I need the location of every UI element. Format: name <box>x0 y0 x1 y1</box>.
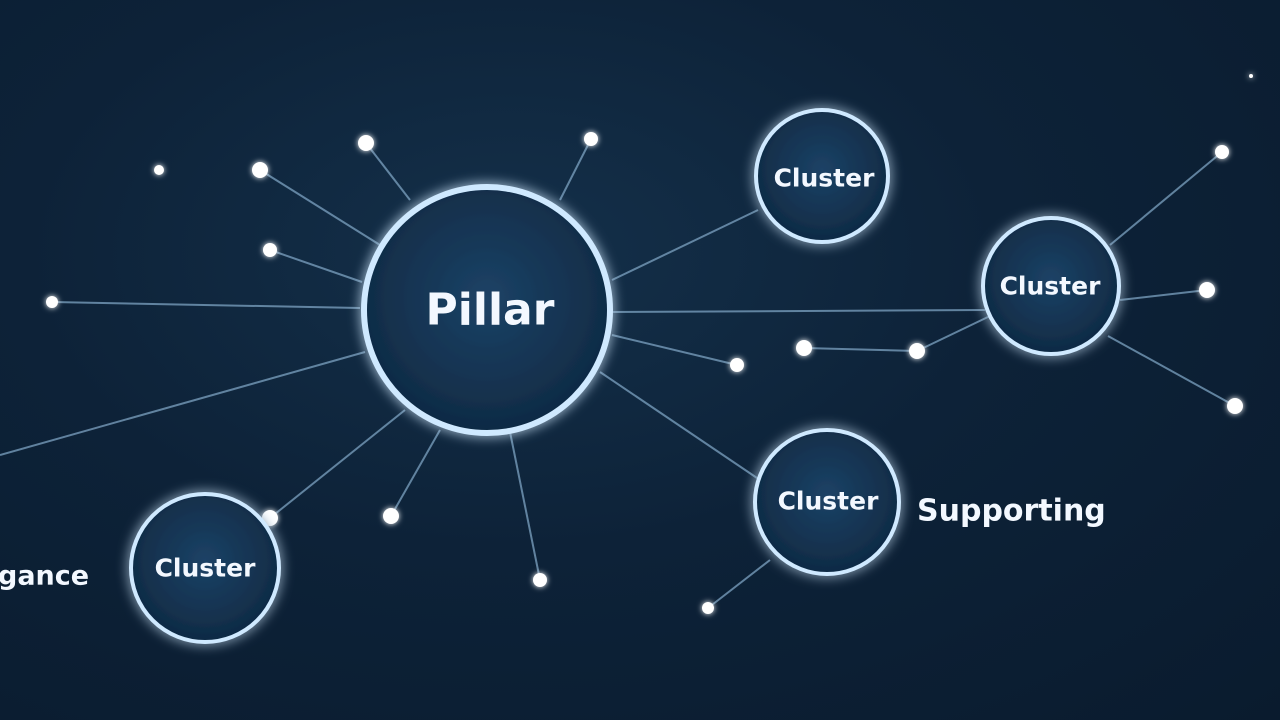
cluster-label: Cluster <box>774 164 876 193</box>
link <box>509 431 541 581</box>
cluster-label: Cluster <box>778 487 880 516</box>
link <box>611 334 738 366</box>
link <box>1107 335 1236 407</box>
dots <box>46 74 1253 614</box>
link <box>559 138 592 201</box>
pillar-ring <box>361 184 613 436</box>
dot <box>1215 145 1229 159</box>
dot <box>796 340 812 356</box>
dot <box>252 162 268 178</box>
link <box>390 429 441 517</box>
cluster-node-bottom-left: Cluster <box>129 492 281 644</box>
link <box>269 409 406 519</box>
link <box>916 315 991 352</box>
link <box>0 351 366 456</box>
link <box>1109 151 1223 246</box>
dot <box>383 508 399 524</box>
link <box>803 347 918 352</box>
dot <box>154 165 164 175</box>
link <box>1119 289 1208 301</box>
dot <box>263 243 277 257</box>
link <box>365 142 411 201</box>
dot <box>1227 398 1243 414</box>
link <box>611 209 759 281</box>
pillar-label: Pillar <box>426 285 555 336</box>
dot <box>730 358 744 372</box>
links <box>0 138 1236 609</box>
dot <box>702 602 714 614</box>
cluster-ring <box>981 216 1121 356</box>
dot <box>262 510 278 526</box>
link <box>707 559 771 609</box>
link <box>611 309 986 313</box>
dot <box>533 573 547 587</box>
link <box>259 169 381 246</box>
cluster-ring <box>129 492 281 644</box>
dot <box>358 135 374 151</box>
cluster-node-right: Cluster <box>981 216 1121 356</box>
dot <box>46 296 58 308</box>
partial-left-label: gance <box>0 561 89 592</box>
cluster-label: Cluster <box>155 554 257 583</box>
dot <box>1199 282 1215 298</box>
cluster-node-bottom-right: Cluster <box>753 428 901 576</box>
cluster-ring <box>754 108 890 244</box>
dot <box>584 132 598 146</box>
cluster-node-top: Cluster <box>754 108 890 244</box>
link <box>269 249 363 283</box>
cluster-label: Cluster <box>1000 272 1102 301</box>
dot <box>909 343 925 359</box>
link <box>51 301 361 309</box>
supporting-label: Supporting <box>917 494 1106 529</box>
link <box>599 371 761 481</box>
dot <box>1249 74 1253 78</box>
pillar-node: Pillar <box>361 184 613 436</box>
cluster-ring <box>753 428 901 576</box>
